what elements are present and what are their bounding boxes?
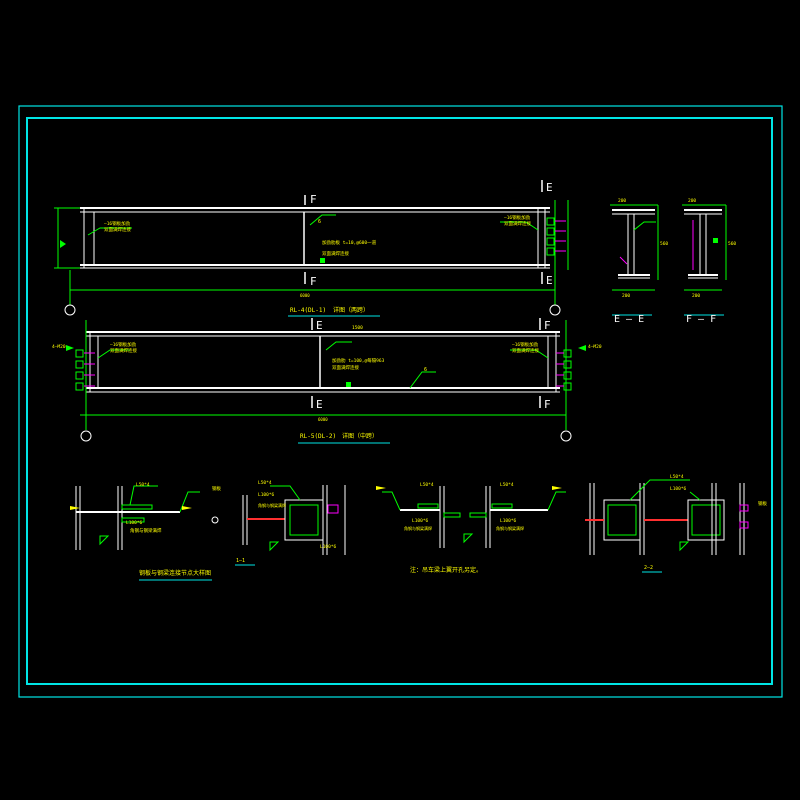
detail-3-tag-top: L50*4	[420, 482, 434, 488]
beam-2-weld-size: 6	[424, 367, 427, 373]
beam-1-dim-total: 6000	[300, 293, 310, 298]
detail-2-caption: 1—1	[236, 558, 245, 564]
detail-1-caption: 钢板与钢梁连接节点大样图	[139, 569, 211, 577]
detail-2-note: 角钢与钢梁满焊	[258, 502, 286, 508]
section-e-dim-top: 200	[618, 198, 626, 204]
beam-2-section-mark-bottom-right: F	[544, 398, 551, 411]
beam-1-section-mark-top-right: E	[546, 181, 553, 194]
beam-2-note-left-1: —16钢板加劲	[110, 341, 137, 348]
detail-3-note-2: 角钢与钢梁满焊	[496, 525, 524, 531]
beam-2-section-mark-top-left: E	[316, 319, 323, 332]
section-f-label: F — F	[686, 314, 716, 325]
detail-4-tag-top: L50*4	[670, 474, 684, 480]
beam-1-note-mid-1: 加劲肋板 t=10,@600一道	[322, 239, 377, 246]
detail-3-note: 角钢与钢梁满焊	[404, 525, 432, 531]
beam-2-note-left-2: 双面满焊连接	[110, 347, 137, 354]
beam-1-section-mark-bottom-right: E	[546, 274, 553, 287]
beam-1-note-right-2: 双面满焊连接	[504, 220, 531, 227]
beam-2-left-tag: 4—M20	[52, 344, 66, 350]
beam-1-caption: RL-4(DL-1)	[290, 307, 326, 314]
beam-1-note-mid-2: 双面满焊连接	[322, 250, 349, 257]
detail-1-tag-mid: L100*6	[126, 520, 143, 526]
beam-1-section-mark-top-left: F	[310, 193, 317, 206]
detail-2-plate-label: 钢板	[212, 485, 221, 492]
beam-1-weld-size: 6	[318, 219, 321, 225]
inner-frame	[26, 117, 773, 685]
detail-4-caption: 2—2	[644, 565, 653, 571]
detail-3-tag-mid-2: L100*6	[500, 518, 517, 524]
detail-2-tag-bottom: L100*6	[320, 544, 337, 550]
beam-2-note-right-1: —16钢板加劲	[512, 341, 539, 348]
detail-2-tag-top: L50*4	[258, 480, 272, 486]
section-f-dim-bottom: 200	[692, 293, 700, 299]
detail-4-tag-mid: L100*6	[670, 486, 687, 492]
detail-2-tag-mid: L100*6	[258, 492, 275, 498]
section-f-f	[682, 204, 727, 316]
detail-4	[585, 479, 749, 573]
beam-1-note-left-1: —16钢板加劲	[104, 220, 131, 227]
section-e-e	[610, 204, 659, 316]
beam-2-section-mark-bottom-left: E	[316, 398, 323, 411]
beam-1-caption-tag: 详图（两跨）	[333, 306, 369, 314]
detail-3-tag-top-2: L50*4	[500, 482, 514, 488]
detail-1-tag-top: L50*4	[136, 482, 150, 488]
beam-2-note-mid-1: 加劲肋 t=100,@每隔963	[332, 357, 385, 364]
beam-2-caption: RL-5(DL-2)	[300, 433, 336, 440]
beam-1-note-right-1: —16钢板加劲	[504, 214, 531, 221]
beam-1-section-mark-bottom-left: F	[310, 275, 317, 288]
beam-2-section-mark-top-right: F	[544, 319, 551, 332]
beam-2-elevation	[66, 318, 586, 442]
beam-2-dim-top-mid: 1500	[352, 325, 363, 331]
section-e-dim-side: 560	[660, 241, 668, 247]
beam-1-elevation	[54, 180, 569, 316]
detail-3-tag-mid: L100*6	[412, 518, 429, 524]
beam-1-note-left-2: 双面满焊连接	[104, 226, 131, 233]
detail-1-note: 角钢与钢梁满焊	[130, 527, 162, 534]
beam-2-right-tag: 4—M20	[588, 344, 602, 350]
beam-2-dim-total: 6000	[318, 417, 328, 422]
outer-frame	[18, 105, 783, 698]
beam-2-caption-tag: 详图（中跨）	[342, 432, 378, 440]
section-e-dim-bottom: 200	[622, 293, 630, 299]
general-note: 注：吊车梁上翼开孔另定。	[410, 566, 482, 574]
section-e-label: E — E	[614, 314, 644, 325]
section-f-dim-side: 560	[728, 241, 736, 247]
beam-2-note-mid-2: 双面满焊连接	[332, 364, 359, 371]
detail-1	[70, 485, 212, 581]
detail-2	[211, 485, 346, 566]
detail-4-side-label: 钢板	[758, 500, 767, 507]
section-f-dim-top: 200	[688, 198, 696, 204]
detail-3	[376, 486, 566, 548]
beam-2-note-right-2: 双面满焊连接	[512, 347, 539, 354]
